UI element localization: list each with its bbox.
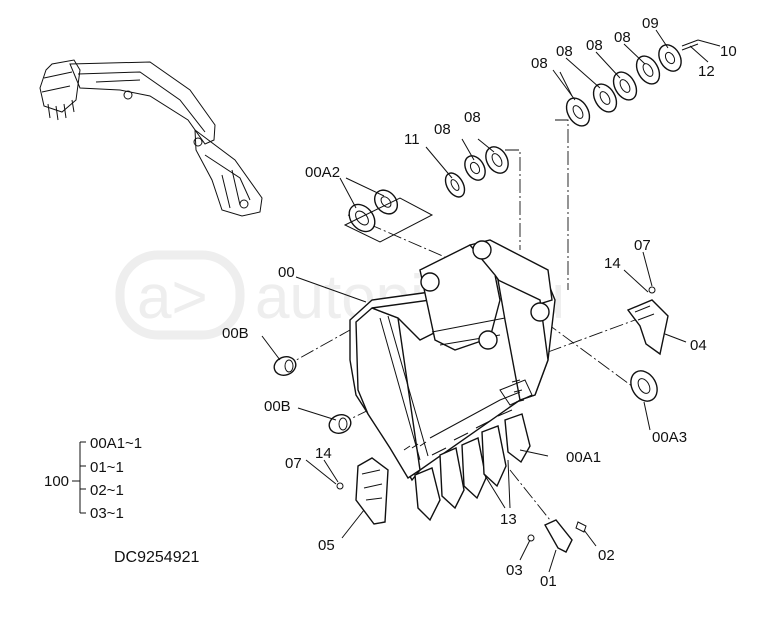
callout-07-right: 07 xyxy=(634,237,651,254)
assembly-tree-child-2: 01~1 xyxy=(90,459,124,476)
callout-02: 02 xyxy=(598,547,615,564)
callout-13: 13 xyxy=(500,511,517,528)
callout-08-c: 08 xyxy=(531,55,548,72)
assembly-tree-child-4: 03~1 xyxy=(90,505,124,522)
callout-04: 04 xyxy=(690,337,707,354)
callout-09: 09 xyxy=(642,15,659,32)
assembly-tree-child-1: 00A1~1 xyxy=(90,435,142,452)
watermark-logo-glyph: a> xyxy=(137,263,208,332)
callout-11: 11 xyxy=(404,131,420,148)
watermark-logo-box xyxy=(115,250,245,340)
callout-14-left: 14 xyxy=(315,445,332,462)
callout-07-left: 07 xyxy=(285,455,302,472)
callout-12: 12 xyxy=(698,63,715,80)
callout-08-a: 08 xyxy=(434,121,451,138)
bushing-00A3 xyxy=(630,370,658,402)
callout-00B-upper: 00B xyxy=(222,325,249,342)
callout-05: 05 xyxy=(318,537,335,554)
leader-lines xyxy=(261,29,721,573)
bucket-body xyxy=(349,239,556,482)
callout-00: 00 xyxy=(278,264,295,281)
assembly-tree-child-3: 02~1 xyxy=(90,482,124,499)
drawing-number: DC9254921 xyxy=(114,549,200,566)
callout-08-f: 08 xyxy=(614,29,631,46)
side-cutters xyxy=(336,286,669,525)
callout-00A1: 00A1 xyxy=(566,449,601,466)
callout-08-b: 08 xyxy=(464,109,481,126)
callout-03: 03 xyxy=(506,562,523,579)
teeth-row xyxy=(414,409,531,522)
shims-and-washers xyxy=(444,39,699,198)
callout-labels: 00 00A2 00B 00B 00A1 00A3 04 07 14 07 14… xyxy=(222,15,737,590)
tooth-assembly-parts xyxy=(527,519,587,553)
callout-01: 01 xyxy=(540,573,557,590)
bushing-00B xyxy=(273,356,352,434)
callout-00A3: 00A3 xyxy=(652,429,687,446)
excavator-arm-sketch xyxy=(39,59,263,217)
callout-08-d: 08 xyxy=(556,43,573,60)
assembly-tree-parent: 100 xyxy=(44,473,69,490)
callout-10: 10 xyxy=(720,43,737,60)
callout-00B-lower: 00B xyxy=(264,398,291,415)
bushing-00A2 xyxy=(343,189,434,243)
callout-08-e: 08 xyxy=(586,37,603,54)
assembly-tree: 100 00A1~1 01~1 02~1 03~1 xyxy=(44,435,142,522)
callout-00A2: 00A2 xyxy=(305,164,340,181)
callout-14-right: 14 xyxy=(604,255,621,272)
